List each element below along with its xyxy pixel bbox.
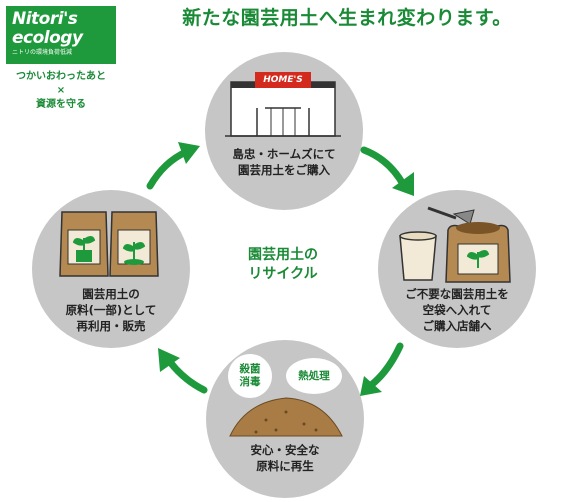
step-purchase-line-2: 園芸用土をご購入: [238, 163, 330, 177]
nitori-ecology-logo: Nitori's ecology ニトリの環境負荷低減: [6, 6, 116, 64]
center-line-1: 園芸用土の: [248, 247, 318, 263]
step-reuse-text: 園芸用土の 原料(一部)として 再利用・販売: [32, 286, 190, 334]
step-purchase-circle: HOME'S 島忠・ホームズにて 園芸用土をご購入: [205, 52, 363, 210]
logo-line-3: ニトリの環境負荷低減: [12, 49, 73, 56]
step-return-text: ご不要な園芸用土を 空袋へ入れて ご購入店舗へ: [378, 286, 536, 334]
step-reuse-line-2: 原料(一部)として: [65, 303, 157, 317]
step-reuse-line-1: 園芸用土の: [82, 287, 140, 301]
logo-line-2: ecology: [12, 28, 83, 48]
tagline-line-1: つかいおわったあと: [16, 71, 106, 82]
step-return-line-1: ご不要な園芸用土を: [405, 287, 509, 301]
headline: 新たな園芸用土へ生まれ変わります。: [182, 7, 512, 29]
tagline-line-3: 資源を守る: [36, 99, 86, 110]
step-return-line-2: 空袋へ入れて: [422, 303, 492, 317]
arrow-bottom-to-left-head: [158, 348, 180, 372]
sterilize-line-1: 殺菌: [239, 363, 261, 375]
sterilize-line-2: 消毒: [239, 376, 261, 388]
arrow-bottom-to-left: [166, 358, 208, 394]
arrow-top-to-right: [360, 146, 408, 190]
heat-treatment-bubble: 熱処理: [286, 358, 342, 394]
heat-treatment-label: 熱処理: [298, 369, 330, 382]
cycle-center-label: 園芸用土の リサイクル: [218, 246, 348, 284]
arrow-right-to-bottom: [366, 342, 404, 390]
step-purchase-line-1: 島忠・ホームズにて: [232, 147, 336, 161]
step-regenerate-text: 安心・安全な 原料に再生: [206, 442, 364, 474]
step-regenerate-line-2: 原料に再生: [256, 459, 314, 473]
soil-bag-and-pot-icon: [399, 206, 511, 283]
logo-line-1: Nitori's: [12, 9, 78, 29]
soil-bags-icon: [59, 211, 159, 277]
step-reuse-circle: 園芸用土の 原料(一部)として 再利用・販売: [32, 190, 190, 348]
soil-pile-icon: [229, 397, 343, 437]
arrow-left-to-top-head: [178, 142, 200, 164]
sterilize-bubble: 殺菌 消毒: [228, 354, 272, 398]
step-regenerate-circle: 殺菌 消毒 熱処理 安心・安全な 原料に再生: [206, 340, 364, 498]
tagline: つかいおわったあと × 資源を守る: [0, 70, 122, 112]
arrow-left-to-top: [146, 148, 190, 190]
center-line-2: リサイクル: [248, 266, 318, 282]
store-sign: HOME'S: [263, 75, 303, 85]
step-return-line-3: ご購入店舗へ: [422, 319, 492, 333]
step-regenerate-line-1: 安心・安全な: [250, 443, 320, 457]
step-purchase-text: 島忠・ホームズにて 園芸用土をご購入: [205, 146, 363, 178]
step-return-circle: ご不要な園芸用土を 空袋へ入れて ご購入店舗へ: [378, 190, 536, 348]
step-reuse-line-3: 再利用・販売: [76, 319, 146, 333]
store-building-icon: [225, 72, 341, 137]
tagline-line-2: ×: [56, 85, 66, 96]
